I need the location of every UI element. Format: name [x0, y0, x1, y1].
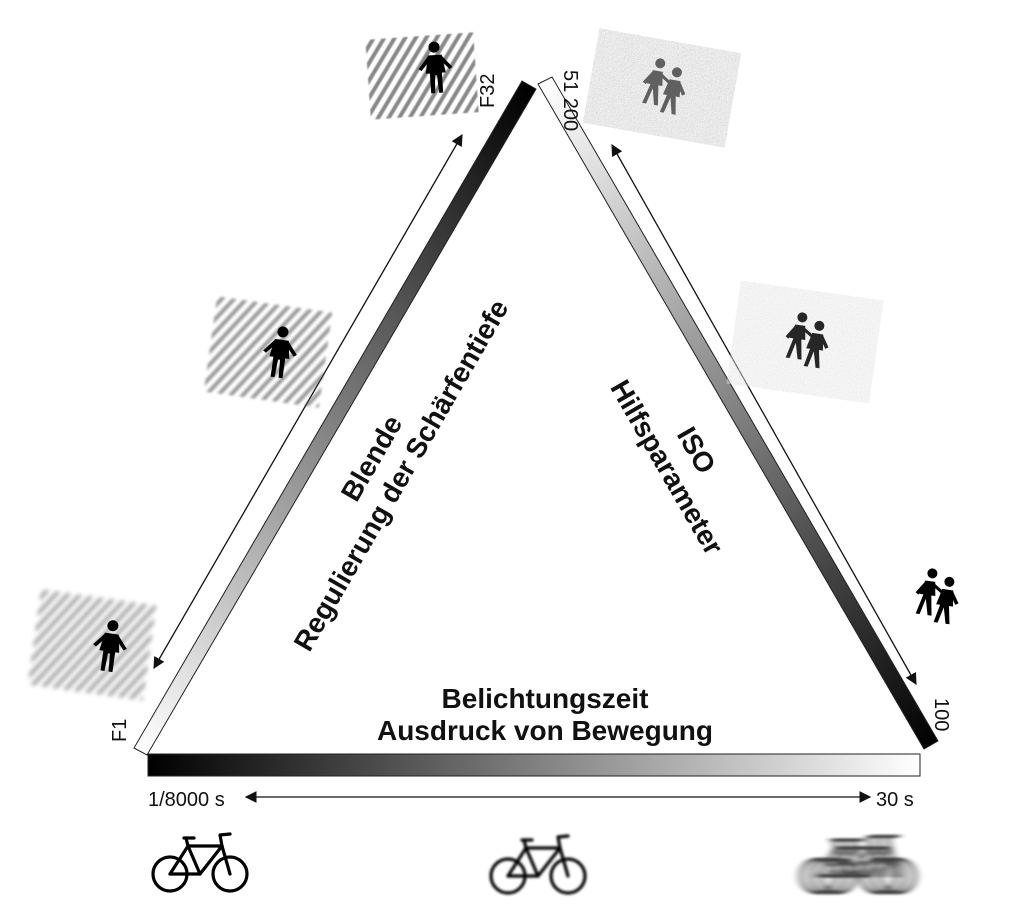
- bicycle-sharp-icon: [151, 832, 249, 893]
- iso-title-group: ISO Hilfsparameter: [604, 375, 729, 560]
- person-blurred-background-icon: [27, 589, 157, 701]
- aperture-scale-bar: [133, 80, 537, 756]
- couple-heavy-noise-icon: [582, 28, 742, 148]
- aperture-min-label: F1: [109, 719, 131, 742]
- shutter-scale-bar: [147, 753, 921, 777]
- couple-sharp-icon: [911, 566, 963, 626]
- iso-arrow: [611, 143, 917, 686]
- iso-min-label: 100: [930, 698, 952, 731]
- shutter-subtitle: Ausdruck von Bewegung: [377, 715, 713, 746]
- iso-max-label: 51 200: [559, 70, 581, 131]
- couple-light-noise-icon: [726, 280, 884, 404]
- shutter-min-label: 1/8000 s: [148, 789, 225, 811]
- bicycle-slight-blur-icon: [489, 834, 587, 895]
- shutter-title: Belichtungszeit: [442, 683, 649, 714]
- person-medium-blur-icon: [203, 296, 333, 408]
- shutter-max-label: 30 s: [876, 789, 914, 811]
- iso-scale-bar: [537, 76, 939, 750]
- aperture-max-label: F32: [477, 74, 499, 108]
- person-sharp-background-icon: [365, 32, 479, 120]
- bicycle-motion-blur-icon: [799, 834, 917, 895]
